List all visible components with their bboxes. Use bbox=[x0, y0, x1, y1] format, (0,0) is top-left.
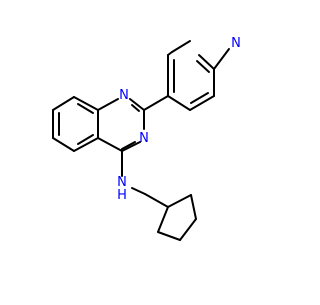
double-bond-inner bbox=[196, 60, 210, 73]
pyrimidine-ring bbox=[97, 98, 145, 152]
atom-label-n-pyridine: N bbox=[231, 36, 241, 51]
double-bond-inner bbox=[190, 92, 209, 104]
bond bbox=[52, 137, 75, 152]
bond bbox=[189, 95, 215, 111]
pyridine-ring bbox=[167, 51, 215, 111]
bond bbox=[97, 98, 119, 111]
double-bond-inner bbox=[77, 134, 94, 145]
atom-label-n3: N bbox=[139, 131, 149, 146]
bond-nh-cyclopentyl bbox=[131, 187, 146, 195]
bond bbox=[198, 54, 215, 70]
bond bbox=[97, 137, 123, 152]
bond bbox=[171, 40, 191, 53]
atom-label-h: H bbox=[117, 188, 127, 203]
bond bbox=[190, 194, 197, 220]
structure-diagram: N N N N H bbox=[52, 36, 241, 241]
bond bbox=[179, 218, 197, 241]
cyclopentane-ring bbox=[144, 193, 197, 241]
molecule-drawing: N N N N H bbox=[52, 36, 241, 241]
double-bond-inner bbox=[131, 104, 140, 112]
double-bond-inner bbox=[77, 103, 94, 114]
benzene-ring bbox=[52, 96, 99, 152]
atom-label-n1: N bbox=[119, 88, 129, 103]
atom-label-nh: N bbox=[117, 175, 127, 190]
bond bbox=[73, 96, 99, 111]
bond bbox=[52, 96, 75, 111]
bond bbox=[157, 206, 169, 233]
bond bbox=[167, 194, 192, 208]
double-bond-inner bbox=[121, 141, 136, 150]
bond bbox=[144, 193, 169, 208]
bond-c2-pyridine bbox=[143, 95, 169, 111]
bond bbox=[157, 231, 181, 241]
bond bbox=[73, 137, 99, 152]
bond bbox=[167, 95, 191, 111]
bond bbox=[121, 141, 141, 152]
bond bbox=[129, 98, 145, 111]
bond bbox=[213, 48, 230, 70]
